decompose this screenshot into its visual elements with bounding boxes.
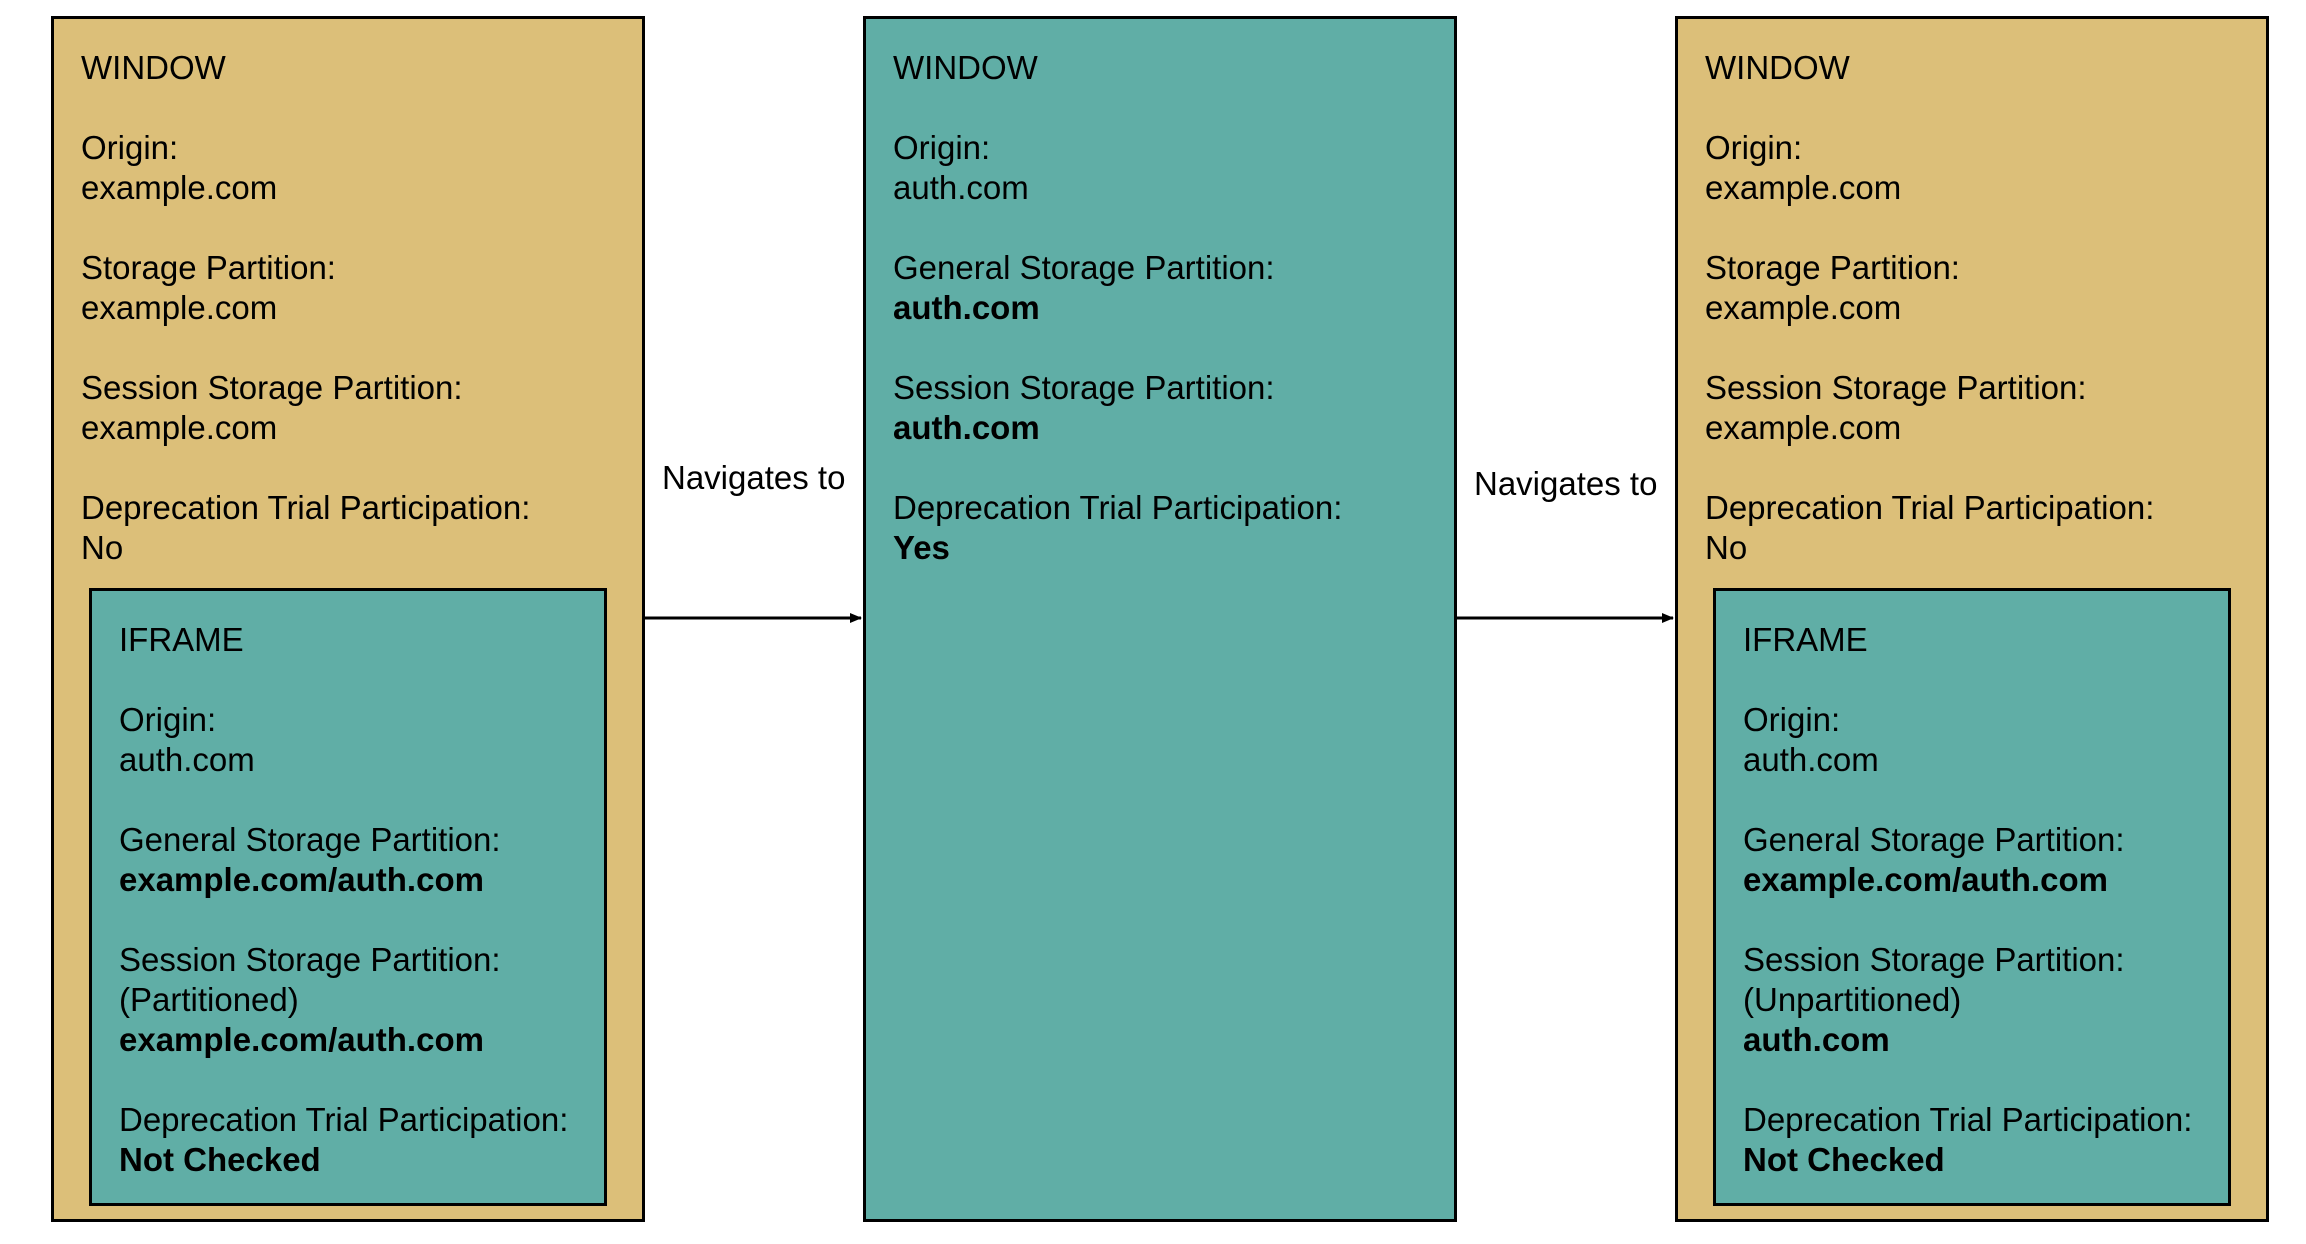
iframe-session-note: (Unpartitioned)	[1743, 981, 1962, 1018]
session-storage-label: Session Storage Partition:	[893, 369, 1275, 406]
window-panel-middle: WINDOW Origin: auth.com General Storage …	[863, 16, 1457, 1222]
storage-partition-value: example.com	[81, 289, 278, 326]
origin-label: Origin:	[893, 129, 991, 166]
iframe-origin-label: Origin:	[1743, 701, 1841, 738]
session-storage-value: example.com	[81, 409, 278, 446]
window-panel-right: WINDOW Origin: example.com Storage Parti…	[1675, 16, 2269, 1222]
storage-partition-label: Storage Partition:	[81, 249, 336, 286]
session-storage-label: Session Storage Partition:	[81, 369, 463, 406]
session-storage-value: example.com	[1705, 409, 1902, 446]
trial-participation-value: Yes	[893, 529, 950, 566]
origin-label: Origin:	[1705, 129, 1803, 166]
iframe-trial-label: Deprecation Trial Participation:	[119, 1101, 569, 1138]
window-panel-left: WINDOW Origin: example.com Storage Parti…	[51, 16, 645, 1222]
iframe-trial-value: Not Checked	[119, 1141, 321, 1178]
window-right-text: WINDOW Origin: example.com Storage Parti…	[1705, 48, 2154, 568]
origin-value: example.com	[81, 169, 278, 206]
iframe-origin-value: auth.com	[1743, 741, 1879, 778]
iframe-right-text: IFRAME Origin: auth.com General Storage …	[1743, 620, 2192, 1180]
iframe-session-note: (Partitioned)	[119, 981, 299, 1018]
iframe-title: IFRAME	[119, 621, 244, 658]
storage-partition-value: example.com	[1705, 289, 1902, 326]
window-title: WINDOW	[81, 49, 226, 86]
iframe-left-text: IFRAME Origin: auth.com General Storage …	[119, 620, 568, 1180]
iframe-session-label: Session Storage Partition:	[1743, 941, 2125, 978]
trial-participation-label: Deprecation Trial Participation:	[893, 489, 1343, 526]
origin-value: example.com	[1705, 169, 1902, 206]
iframe-session-label: Session Storage Partition:	[119, 941, 501, 978]
origin-label: Origin:	[81, 129, 179, 166]
window-title: WINDOW	[893, 49, 1038, 86]
window-middle-text: WINDOW Origin: auth.com General Storage …	[893, 48, 1342, 568]
iframe-origin-value: auth.com	[119, 741, 255, 778]
iframe-origin-label: Origin:	[119, 701, 217, 738]
arrow-label-second: Navigates to	[1474, 465, 1658, 502]
iframe-trial-label: Deprecation Trial Participation:	[1743, 1101, 2193, 1138]
session-storage-value: auth.com	[893, 409, 1040, 446]
storage-partition-label: Storage Partition:	[1705, 249, 1960, 286]
storage-partition-value: auth.com	[893, 289, 1040, 326]
storage-partition-label: General Storage Partition:	[893, 249, 1275, 286]
window-title: WINDOW	[1705, 49, 1850, 86]
trial-participation-label: Deprecation Trial Participation:	[81, 489, 531, 526]
arrow-label-first: Navigates to	[662, 459, 846, 496]
trial-participation-label: Deprecation Trial Participation:	[1705, 489, 2155, 526]
iframe-title: IFRAME	[1743, 621, 1868, 658]
iframe-panel-right: IFRAME Origin: auth.com General Storage …	[1713, 588, 2231, 1206]
iframe-storage-value: example.com/auth.com	[119, 861, 484, 898]
window-left-text: WINDOW Origin: example.com Storage Parti…	[81, 48, 530, 568]
iframe-session-value: example.com/auth.com	[119, 1021, 484, 1058]
iframe-storage-label: General Storage Partition:	[1743, 821, 2125, 858]
trial-participation-value: No	[1705, 529, 1748, 566]
session-storage-label: Session Storage Partition:	[1705, 369, 2087, 406]
iframe-panel-left: IFRAME Origin: auth.com General Storage …	[89, 588, 607, 1206]
iframe-session-value: auth.com	[1743, 1021, 1890, 1058]
origin-value: auth.com	[893, 169, 1029, 206]
iframe-storage-value: example.com/auth.com	[1743, 861, 2108, 898]
iframe-trial-value: Not Checked	[1743, 1141, 1945, 1178]
trial-participation-value: No	[81, 529, 124, 566]
iframe-storage-label: General Storage Partition:	[119, 821, 501, 858]
